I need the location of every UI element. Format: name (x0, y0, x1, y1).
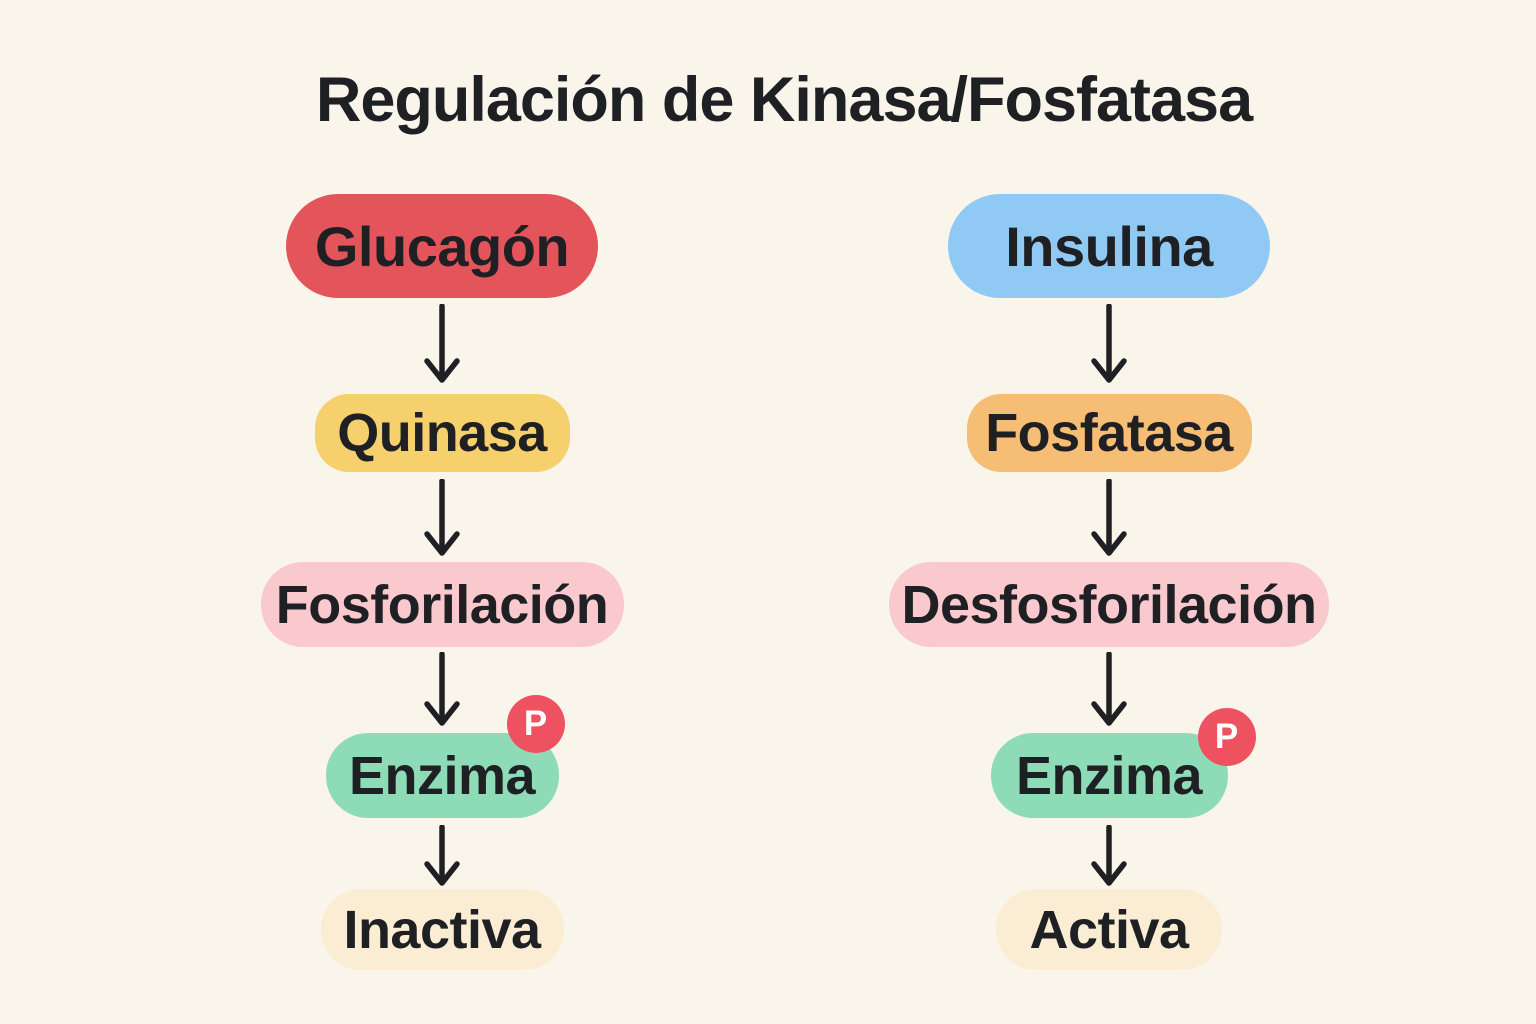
node-enzima-left-label: Enzima (348, 745, 536, 806)
node-activa-label: Activa (1029, 899, 1189, 960)
node-enzima-right: Enzima P (990, 708, 1256, 818)
row-process: Desfosforilación (869, 562, 1349, 647)
arrow-down-icon (1091, 825, 1127, 886)
arrow-down-icon (1091, 652, 1127, 726)
arrow-down-icon (424, 304, 460, 383)
node-inactiva-label: Inactiva (343, 899, 541, 960)
node-glucagon-label: Glucagón (314, 214, 570, 278)
arrow-down-icon (424, 825, 460, 886)
node-insulina: Insulina (948, 194, 1270, 298)
node-fosfatasa-label: Fosfatasa (985, 403, 1233, 463)
arrow-down-icon (424, 652, 460, 726)
diagram-title: Regulación de Kinasa/Fosfatasa (315, 65, 1253, 135)
arrow-down-icon (424, 479, 460, 556)
arrow-down-icon (1091, 479, 1127, 556)
node-insulina-label: Insulina (1005, 214, 1213, 278)
row-hormone: Glucagón (202, 194, 682, 298)
node-fosforilacion-label: Fosforilación (275, 574, 609, 635)
row-enzyme-regulator: Quinasa (202, 394, 682, 472)
row-state: Inactiva (202, 889, 682, 970)
node-quinasa-label: Quinasa (337, 403, 547, 463)
insulin-pathway-column: Insulina Fosfatasa Desfosforilación (869, 0, 1349, 1024)
row-enzyme: Enzima P (202, 695, 682, 818)
arrow-down-icon (1091, 304, 1127, 383)
node-glucagon: Glucagón (286, 194, 598, 298)
node-fosforilacion: Fosforilación (260, 562, 624, 647)
glucagon-pathway-column: Glucagón Quinasa Fosforilación (202, 0, 682, 1024)
row-enzyme: Enzima P (869, 708, 1349, 818)
node-enzima-right-label: Enzima (1015, 745, 1203, 806)
row-state: Activa (869, 889, 1349, 970)
node-activa: Activa (996, 889, 1222, 970)
row-process: Fosforilación (202, 562, 682, 647)
node-desfosforilacion: Desfosforilación (889, 562, 1329, 647)
node-fosfatasa: Fosfatasa (966, 394, 1252, 472)
row-enzyme-regulator: Fosfatasa (869, 394, 1349, 472)
phosphate-p-badge: P (1197, 708, 1256, 766)
row-hormone: Insulina (869, 194, 1349, 298)
node-desfosforilacion-label: Desfosforilación (901, 574, 1317, 635)
node-quinasa: Quinasa (314, 394, 570, 472)
phosphate-p-badge: P (506, 695, 565, 753)
node-enzima-left: Enzima P (325, 695, 565, 818)
node-inactiva: Inactiva (320, 889, 564, 970)
